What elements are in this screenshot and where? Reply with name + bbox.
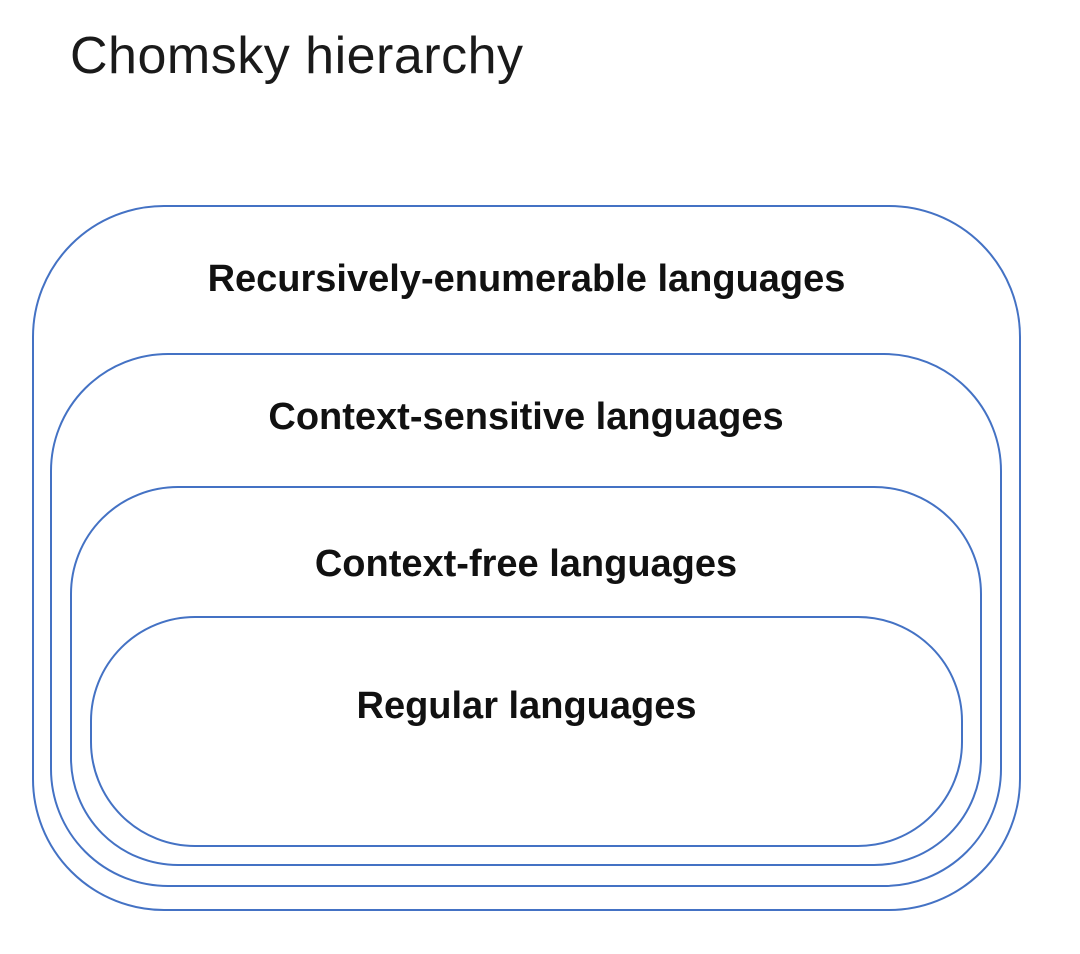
- set-context-sensitive-languages: Context-sensitive languages Context-free…: [50, 353, 1002, 887]
- set-regular-languages: Regular languages: [90, 616, 963, 847]
- page-title: Chomsky hierarchy: [70, 27, 524, 85]
- set-label-context-sensitive: Context-sensitive languages: [268, 396, 784, 438]
- set-recursively-enumerable-languages: Recursively-enumerable languages Context…: [32, 205, 1021, 911]
- set-label-context-free: Context-free languages: [314, 543, 738, 585]
- set-label-regular: Regular languages: [356, 685, 697, 727]
- set-context-free-languages: Context-free languages Regular languages: [70, 486, 982, 866]
- set-label-recursively-enumerable: Recursively-enumerable languages: [207, 258, 846, 300]
